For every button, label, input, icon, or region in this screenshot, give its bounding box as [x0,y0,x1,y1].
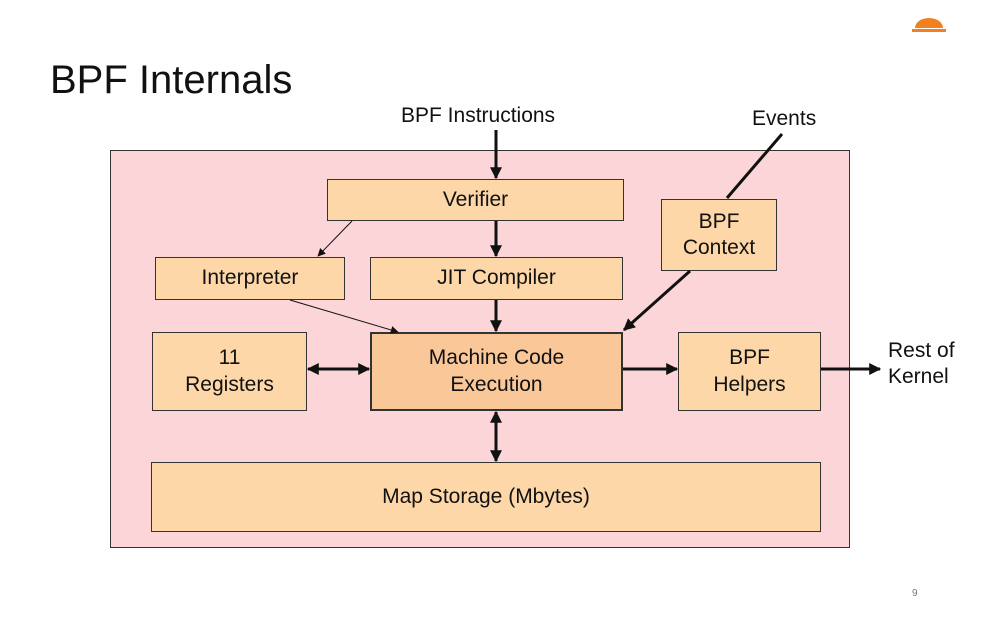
machine-code-execution-box: Machine Code Execution [370,332,623,411]
events-label: Events [752,107,817,130]
registers-box: 11 Registers [152,332,307,411]
arrow-verifier-to-interpreter [317,220,353,257]
bpf-helpers-box: BPF Helpers [678,332,821,411]
rest-of-kernel-label: Rest of Kernel [888,339,955,389]
map-storage-box: Map Storage (Mbytes) [151,462,821,532]
arrow-events-to-context [725,133,784,199]
bpf-context-box: BPF Context [661,199,777,271]
arrow-context-to-execution [623,269,691,332]
arrow-interpreter-to-execution [289,299,399,334]
slide-title: BPF Internals [50,58,293,102]
jit-compiler-box: JIT Compiler [370,257,623,300]
brand-logo-icon [912,18,946,32]
interpreter-box: Interpreter [155,257,345,300]
page-number: 9 [912,588,918,599]
verifier-box: Verifier [327,179,624,221]
bpf-instructions-label: BPF Instructions [401,104,556,127]
